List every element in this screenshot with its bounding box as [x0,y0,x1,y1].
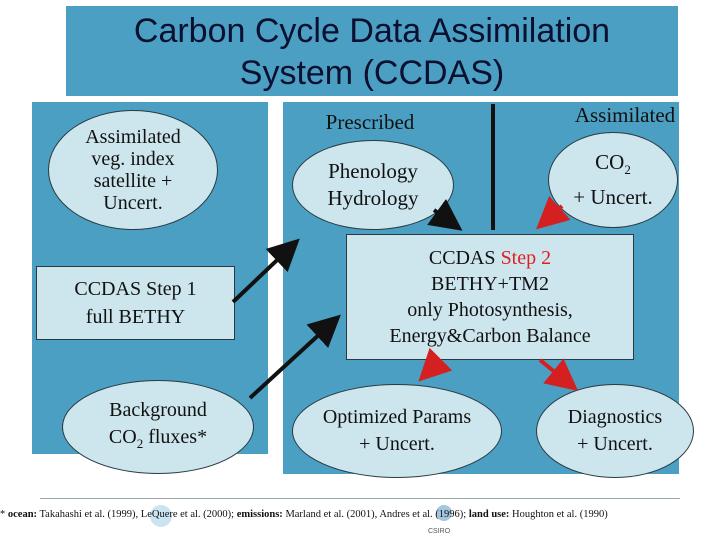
co2-uncert-label: CO2 + Uncert. [573,149,652,210]
optimized-params-node: Optimized Params + Uncert. [292,384,502,478]
background-fluxes-node: Background CO2 fluxes* [62,380,254,474]
diagnostics-node: Diagnostics + Uncert. [536,384,694,478]
arrow-step1-to-prescribed [231,238,300,304]
phenology-hydrology-label: Phenology Hydrology [327,159,419,210]
background-fluxes-label: Background CO2 fluxes* [109,397,207,457]
diagnostics-label: Diagnostics + Uncert. [567,406,663,455]
assimilated-heading: Assimilated [574,103,676,127]
land-use-label: land use: [468,509,510,520]
co2-subscript: 2 [624,162,631,178]
phenology-hydrology-node: Phenology Hydrology [292,140,454,230]
page-title: Carbon Cycle Data Assimilation System (C… [133,12,611,92]
ccdas-step2-label: CCDAS Step 2 BETHY+TM2 only Photosynthesi… [389,245,590,349]
ccdas-step2-details: BETHY+TM2 only Photosynthesis, Energy&Ca… [389,273,591,347]
csiro-logo-icon [436,505,452,521]
land-use-refs: Houghton et al. (1990) [509,509,608,520]
optimized-params-label: Optimized Params + Uncert. [322,406,472,455]
footer-strip [0,497,720,540]
globe-logo-icon [150,505,172,527]
co2-uncert-suffix: + Uncert. [573,184,653,209]
references-footnote: * ocean: Takahashi et al. (1999), LeQuer… [0,508,720,522]
ocean-refs: Takahashi et al. (1999), LeQuere et al. … [37,509,237,520]
ccdas-step2-node: CCDAS Step 2 BETHY+TM2 only Photosynthesi… [346,234,634,360]
arrow-co2-to-step2 [536,196,571,230]
prescribed-assimilated-divider [491,104,495,230]
ccdas-step1-label: CCDAS Step 1 full BETHY [74,278,197,328]
background-fluxes-suffix: fluxes* [143,426,208,448]
ccdas-step2-prefix: CCDAS [428,247,501,269]
emissions-refs: Marland et al. (2001), Andres et al. (19… [282,509,469,520]
background-fluxes-prefix: Background CO [108,399,207,448]
arrow-background-to-step2 [248,314,341,400]
arrow-phenology-to-step2 [427,198,463,231]
footnote-star: * [0,509,8,520]
ocean-label: ocean: [7,509,38,520]
footer-rule [40,498,680,499]
co2-prefix: CO [595,150,625,175]
prescribed-heading: Prescribed [325,110,415,134]
ccdas-step1-node: CCDAS Step 1 full BETHY [36,266,235,340]
background-co2-subscript: 2 [136,436,144,451]
title-panel [66,6,678,96]
emissions-label: emissions: [236,509,283,520]
ccdas-step2-highlight: Step 2 [500,247,552,269]
arrow-step2-to-diagnostics [538,358,579,392]
csiro-logo-text: CSIRO [428,528,451,535]
arrow-step2-to-optimized [418,347,453,382]
assimilated-veg-index-node: Assimilated veg. index satellite + Uncer… [48,110,218,230]
assimilated-veg-index-label: Assimilated veg. index satellite + Uncer… [85,126,181,214]
